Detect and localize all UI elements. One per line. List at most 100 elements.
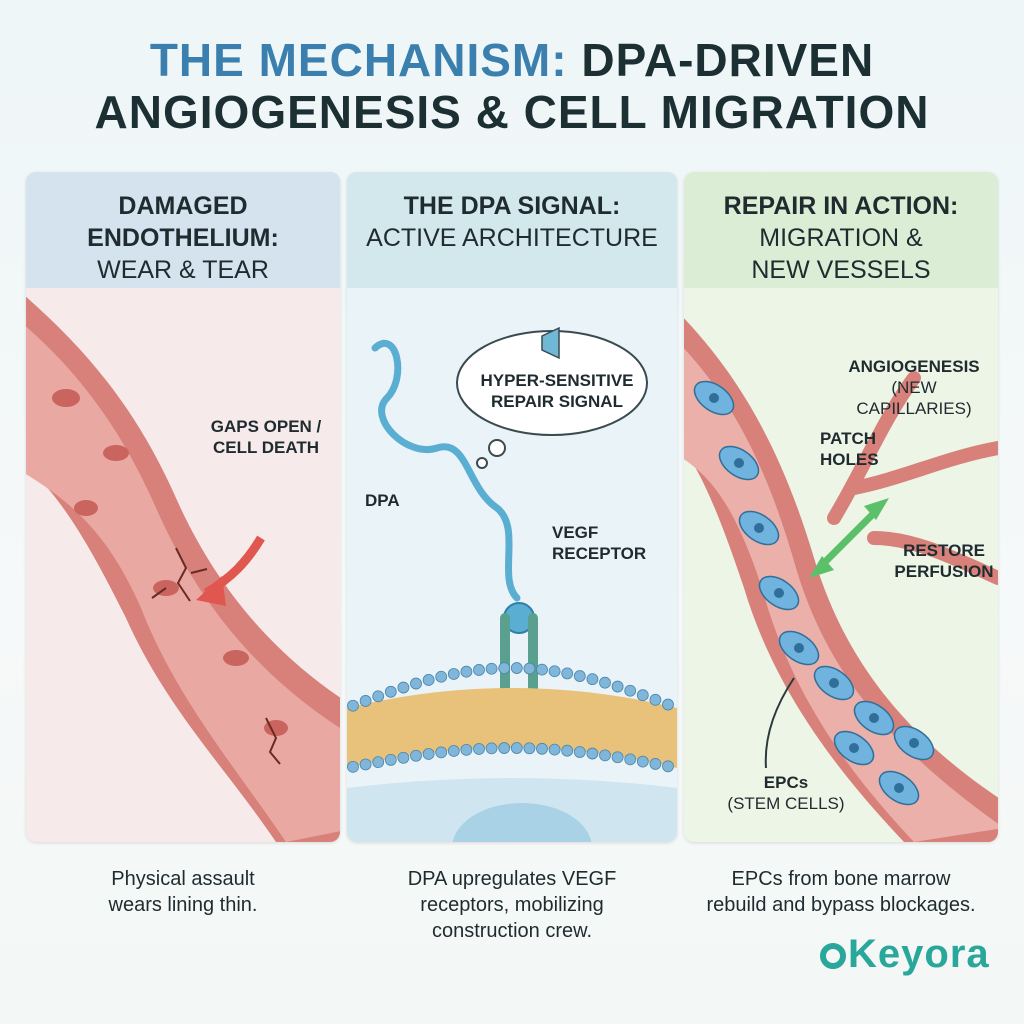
membrane-head xyxy=(347,699,359,712)
epc-nucleus xyxy=(849,743,859,753)
panel-1-caption: Physical assault wears lining thin. xyxy=(26,866,340,918)
logo-letter: K xyxy=(848,932,878,976)
membrane-head xyxy=(485,662,498,675)
megaphone-icon xyxy=(541,326,560,360)
membrane-head xyxy=(473,664,485,676)
membrane-head xyxy=(662,760,674,773)
membrane-head xyxy=(636,755,649,768)
panel-repair-in-action: REPAIR IN ACTION: MIGRATION & NEW VESSEL… xyxy=(684,172,998,842)
membrane-head xyxy=(447,745,460,757)
membrane-head xyxy=(510,662,523,674)
panel-1-heading-line-1: DAMAGED xyxy=(118,192,248,220)
epc-nucleus xyxy=(794,643,804,653)
panel-1-heading: DAMAGED ENDOTHELIUM: WEAR & TEAR xyxy=(26,172,340,288)
panel-3-caption-line-2: rebuild and bypass blockages. xyxy=(706,894,976,916)
angiogenesis-label: ANGIOGENESIS (NEW CAPILLARIES) xyxy=(834,356,994,419)
membrane-head xyxy=(347,760,359,773)
title-line-2: ANGIOGENESIS & CELL MIGRATION xyxy=(94,86,930,138)
epc-nucleus xyxy=(709,393,719,403)
membrane-head xyxy=(498,742,511,754)
membrane-head xyxy=(548,665,561,678)
epc-nucleus xyxy=(909,738,919,748)
epc-label: EPCs (STEM CELLS) xyxy=(726,772,846,814)
logo-text: eyora xyxy=(877,932,990,976)
blood-cell xyxy=(223,650,249,666)
membrane-head xyxy=(586,747,599,760)
membrane-head xyxy=(561,667,574,680)
vessel-wall xyxy=(684,318,998,842)
membrane-head xyxy=(624,753,637,766)
membrane-head xyxy=(561,744,574,757)
panel-2-heading-line-2: ACTIVE ARCHITECTURE xyxy=(366,224,658,252)
membrane-head xyxy=(599,676,611,689)
gap-arrow-head xyxy=(196,576,226,606)
crack-mark xyxy=(265,717,281,765)
epc-label-line-1: EPCs xyxy=(763,773,809,792)
patch-label: PATCH HOLES xyxy=(820,428,879,470)
thought-bubble xyxy=(488,439,506,457)
signal-label: HYPER-SENSITIVE REPAIR SIGNAL xyxy=(477,370,637,412)
epc-nucleus xyxy=(774,588,784,598)
damaged-vessel-illustration xyxy=(26,296,340,842)
restore-label-line-1: RESTORE xyxy=(903,541,985,560)
membrane-head xyxy=(611,680,624,693)
membrane-head xyxy=(573,746,586,758)
epc-nucleus xyxy=(869,713,879,723)
vegf-label: VEGF RECEPTOR xyxy=(552,522,646,564)
title-accent: THE MECHANISM: xyxy=(149,34,568,86)
membrane-head xyxy=(435,670,448,683)
panel-2-heading: THE DPA SIGNAL: ACTIVE ARCHITECTURE xyxy=(347,172,677,288)
membrane-head xyxy=(397,751,410,764)
cell-nucleus xyxy=(452,803,592,842)
panel-1-heading-line-2: ENDOTHELIUM: xyxy=(87,224,279,252)
membrane-head xyxy=(523,662,536,675)
blood-cell xyxy=(52,389,80,407)
title-line-1-rest: DPA-DRIVEN xyxy=(581,34,875,86)
epc-label-line-2: (STEM CELLS) xyxy=(727,794,845,813)
epc-nucleus xyxy=(734,458,744,468)
membrane-head xyxy=(510,742,523,754)
membrane-head xyxy=(359,695,372,707)
panel-1-caption-line-1: Physical assault xyxy=(111,868,255,890)
keyora-logo: Keyora xyxy=(820,932,990,977)
membrane-head xyxy=(498,662,511,675)
patch-label-line-2: HOLES xyxy=(820,450,879,469)
dpa-label: DPA xyxy=(365,491,400,510)
membrane-head xyxy=(548,743,561,756)
membrane-head xyxy=(410,749,422,762)
panel-3-heading-line-2: MIGRATION & xyxy=(759,224,923,252)
panel-2-caption-line-1: DPA upregulates VEGF xyxy=(407,868,617,890)
new-capillaries xyxy=(827,371,998,585)
signal-label-line-2: REPAIR SIGNAL xyxy=(491,392,623,411)
membrane-heads xyxy=(347,662,674,773)
membrane-head xyxy=(397,681,410,694)
epc-nucleus xyxy=(894,783,904,793)
membrane-head xyxy=(485,742,498,755)
membrane-head xyxy=(359,758,372,771)
membrane-head xyxy=(372,690,385,703)
membrane-head xyxy=(460,743,473,756)
page-title: THE MECHANISM: DPA-DRIVEN ANGIOGENESIS &… xyxy=(0,34,1024,138)
epc-nucleus xyxy=(829,678,839,688)
patch-label-line-1: PATCH xyxy=(820,429,877,448)
panel-3-heading: REPAIR IN ACTION: MIGRATION & NEW VESSEL… xyxy=(684,172,998,288)
patch-arrow-head xyxy=(809,556,834,578)
patch-arrow-shaft xyxy=(816,505,882,571)
angiogenesis-label-line-1: ANGIOGENESIS xyxy=(848,357,980,376)
panel-3-heading-line-3: NEW VESSELS xyxy=(751,256,931,284)
patch-arrow-head xyxy=(864,498,889,520)
logo-key-icon xyxy=(820,943,846,969)
membrane-head xyxy=(410,677,422,690)
cell-membrane xyxy=(347,688,677,768)
membrane-head xyxy=(573,670,586,682)
panel-3-heading-line-1: REPAIR IN ACTION: xyxy=(723,192,959,220)
panel-1-heading-line-3: WEAR & TEAR xyxy=(97,256,269,284)
signal-label-line-1: HYPER-SENSITIVE xyxy=(480,371,634,390)
membrane-head xyxy=(536,663,548,676)
panel-2-caption-line-3: construction crew. xyxy=(431,920,593,942)
restore-label: RESTORE PERFUSION xyxy=(894,540,994,582)
dpa-molecule xyxy=(371,339,521,602)
membrane-head xyxy=(435,746,448,759)
panel-dpa-signal: THE DPA SIGNAL: ACTIVE ARCHITECTURE HYPE… xyxy=(347,172,677,842)
membrane-head xyxy=(586,673,599,686)
